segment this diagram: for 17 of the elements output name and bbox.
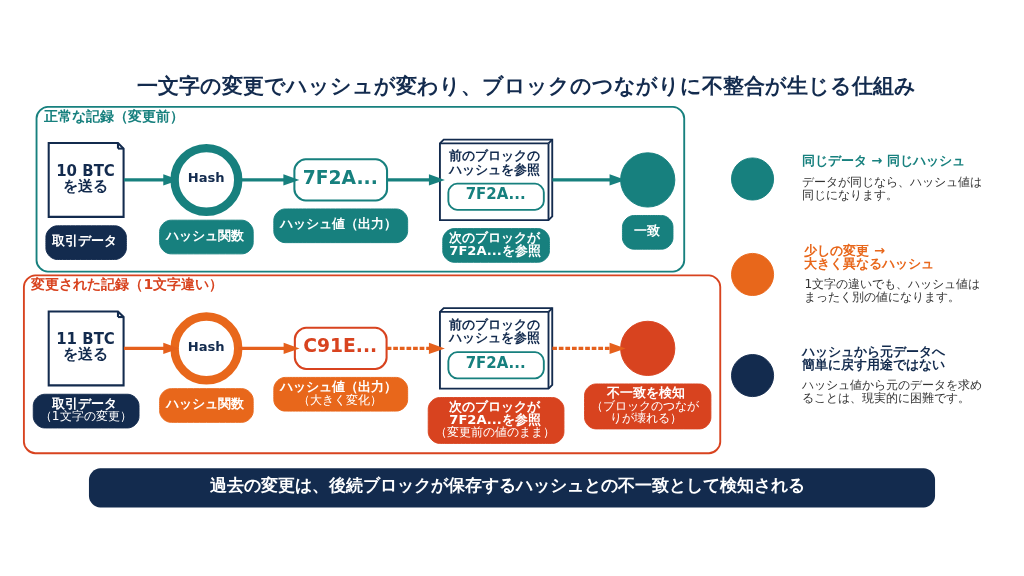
node-label: ハッシュ関数 — [166, 395, 245, 411]
node-label: 同じデータ → 同じハッシュ — [801, 152, 965, 168]
node-label: 取引データ — [52, 232, 118, 248]
diagram-title: 一文字の変更でハッシュが変わり、ブロックのつながりに不整合が生じる仕組み — [137, 73, 917, 98]
node-label: 不一致を検知 — [607, 384, 686, 400]
node-label: ハッシュ値（出力） — [280, 215, 398, 231]
node-label: データが同じなら、ハッシュ値は同じになります。 — [801, 174, 982, 202]
node-label: ハッシュから元データへ簡単に戻す用途ではない — [801, 343, 945, 372]
node-label: 一致 — [634, 222, 661, 238]
node-label: 少しの変更 → 大きく異なるハッシュ — [804, 242, 935, 271]
node-label: 取引データ — [52, 395, 118, 411]
node-label: 1文字の違いでも、ハッシュ値はまったく別の値になります。 — [804, 276, 981, 304]
node-label: 次のブロックが7F2A...を参照 — [449, 229, 541, 258]
node-label: ハッシュ値（出力） — [280, 378, 398, 394]
caption: 過去の変更は、後続ブロックが保存するハッシュとの不一致として検知される — [209, 474, 805, 495]
node-label: ハッシュ関数 — [166, 227, 245, 243]
node-label: ハッシュ値から元のデータを求めることは、現実的に困難です。 — [801, 377, 982, 405]
